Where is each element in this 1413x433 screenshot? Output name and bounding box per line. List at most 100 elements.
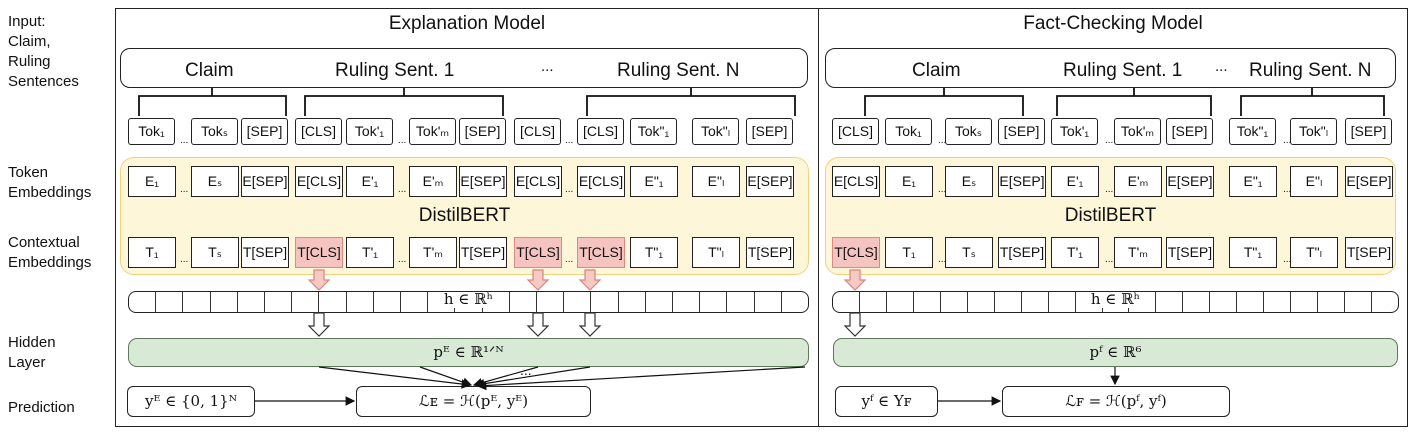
hidden-cell: [265, 292, 293, 312]
exp-embedding-8: E[CLS]: [577, 166, 625, 197]
hidden-cell: [968, 292, 995, 312]
explanation-hidden-label: h ∈ ℝʰ: [437, 292, 500, 308]
fc-contextual-4: T'₁: [1051, 237, 1099, 268]
row-label-token-embeddings: Token Embeddings: [8, 164, 92, 201]
fc-input-ruling-sent-1: Ruling Sent. 1: [1063, 60, 1183, 81]
factcheck-distilbert-label: DistilBERT: [1064, 205, 1157, 226]
hidden-cell: [619, 292, 646, 312]
fc-token-4: Tok'₁: [1051, 118, 1098, 145]
fc-token-6: [SEP]: [1166, 118, 1213, 145]
factcheck-label-box: yᶠ ∈ Yꜰ: [835, 386, 938, 417]
exp-embedding-4: E'₁: [346, 166, 394, 197]
row-label-contextual-embeddings: Contextual Embeddings: [8, 234, 92, 271]
fc-embedding-0: E[CLS]: [832, 166, 880, 197]
factcheck-input-box: [825, 48, 1396, 88]
bracket-ruling-n-tokens: [586, 95, 796, 116]
exp-contextual-10: T"ₗ: [692, 237, 740, 268]
pred-arrow-2: [419, 366, 473, 387]
hidden-arrow-2: [526, 312, 550, 337]
fact-checking-model-title: Fact-Checking Model: [1023, 13, 1203, 34]
exp-contextual-7: T[CLS]: [514, 237, 562, 268]
fc-ellipsis-0-0: ...: [938, 135, 947, 146]
exp-embedding-0: E₁: [128, 166, 176, 197]
explanation-input-box: [120, 48, 808, 88]
exp-contextual-5: T'ₘ: [409, 237, 457, 268]
fc-input-ellipsis: ...: [1215, 58, 1228, 75]
exp-ellipsis-1-2: ...: [398, 254, 407, 265]
input-ruling-sent-n: Ruling Sent. N: [617, 60, 740, 81]
exp-ellipsis-1-1: ...: [398, 184, 407, 195]
hidden-cell: [941, 292, 968, 312]
exp-contextual-3: T[CLS]: [295, 237, 343, 268]
hidden-cell: [1264, 292, 1292, 312]
fc-embedding-3: E[SEP]: [998, 166, 1046, 197]
hidden-cell: [591, 292, 619, 312]
fc-embedding-6: E[SEP]: [1166, 166, 1214, 197]
explanation-output-layer: pᴱ ∈ ℝ¹ᐟᴺ: [128, 338, 809, 367]
hidden-cell: [1237, 292, 1265, 312]
hidden-cell: [347, 292, 374, 312]
fc-ellipsis-0-1: ...: [938, 184, 947, 195]
exp-token-3: [CLS]: [295, 118, 342, 145]
input-ruling-sent-1: Ruling Sent. 1: [335, 60, 455, 81]
exp-ellipsis-0-1: ...: [180, 184, 189, 195]
fc-token-9: [SEP]: [1345, 118, 1392, 145]
exp-token-6: [SEP]: [459, 118, 506, 145]
explanation-label-box: yᴱ ∈ {0, 1}ᴺ: [127, 386, 255, 417]
hidden-arrow-3: [578, 312, 602, 337]
fc-ellipsis-2-2: ...: [1283, 254, 1292, 265]
fc-ellipsis-2-0: ...: [1283, 135, 1292, 146]
exp-token-0: Tok₁: [128, 118, 175, 145]
pred-arrow-5: [476, 366, 806, 391]
fc-embedding-4: E'₁: [1051, 166, 1099, 197]
exp-embedding-11: E[SEP]: [746, 166, 794, 197]
hidden-cell: [995, 292, 1022, 312]
fc-ellipsis-1-1: ...: [1105, 184, 1114, 195]
hidden-cell: [1345, 292, 1373, 312]
fc-embedding-2: Eₛ: [945, 166, 993, 197]
exp-ellipsis-2-2: ...: [565, 254, 574, 265]
exp-contextual-1: Tₛ: [191, 237, 239, 268]
fc-token-0: [CLS]: [832, 118, 879, 145]
fc-embedding-5: E'ₘ: [1114, 166, 1162, 197]
fc-ellipsis-1-2: ...: [1105, 254, 1114, 265]
fc-contextual-7: T"₁: [1229, 237, 1277, 268]
explanation-model-title: Explanation Model: [388, 13, 546, 34]
exp-embedding-1: Eₛ: [191, 166, 239, 197]
exp-embedding-10: E"ₗ: [692, 166, 740, 197]
fc-ellipsis-0-2: ...: [938, 254, 947, 265]
pred-arrow-1: [318, 366, 472, 389]
hidden-cell: [156, 292, 184, 312]
bracket-claim-tokens: [138, 95, 287, 116]
hidden-cell: [483, 292, 510, 312]
exp-contextual-0: T₁: [128, 237, 176, 268]
hidden-cell: [1183, 292, 1211, 312]
hidden-cell: [211, 292, 238, 312]
exp-contextual-9: T"₁: [630, 237, 678, 268]
fc-input-claim: Claim: [912, 60, 961, 81]
fc-input-ruling-sent-n: Ruling Sent. N: [1249, 60, 1372, 81]
hidden-arrow-1: [307, 312, 331, 337]
cls-arrow-2: [526, 269, 550, 291]
cls-arrow-3: [578, 269, 602, 291]
factcheck-hidden-vector: h ∈ ℝʰ: [832, 291, 1399, 313]
explanation-hidden-vector: h ∈ ℝʰ: [128, 291, 809, 313]
fc-contextual-2: Tₛ: [945, 237, 993, 268]
exp-embedding-2: E[SEP]: [241, 166, 289, 197]
fc-token-3: [SEP]: [998, 118, 1045, 145]
hidden-cell: [401, 292, 429, 312]
factcheck-loss-box: ℒꜰ = ℋ(pᶠ, yᶠ): [1002, 386, 1230, 417]
hidden-cell: [1049, 292, 1076, 312]
fc-bracket-ruling-n-tokens: [1240, 95, 1385, 116]
hidden-cell: [510, 292, 538, 312]
hidden-cell: [537, 292, 565, 312]
fc-ellipsis-1-0: ...: [1105, 135, 1114, 146]
hidden-cell: [860, 292, 887, 312]
fc-contextual-8: T"ₗ: [1290, 237, 1338, 268]
exp-token-4: Tok'₁: [346, 118, 393, 145]
hidden-cell: [374, 292, 402, 312]
hidden-cell: [1318, 292, 1346, 312]
exp-token-11: [SEP]: [746, 118, 793, 145]
exp-token-7: [CLS]: [514, 118, 561, 145]
